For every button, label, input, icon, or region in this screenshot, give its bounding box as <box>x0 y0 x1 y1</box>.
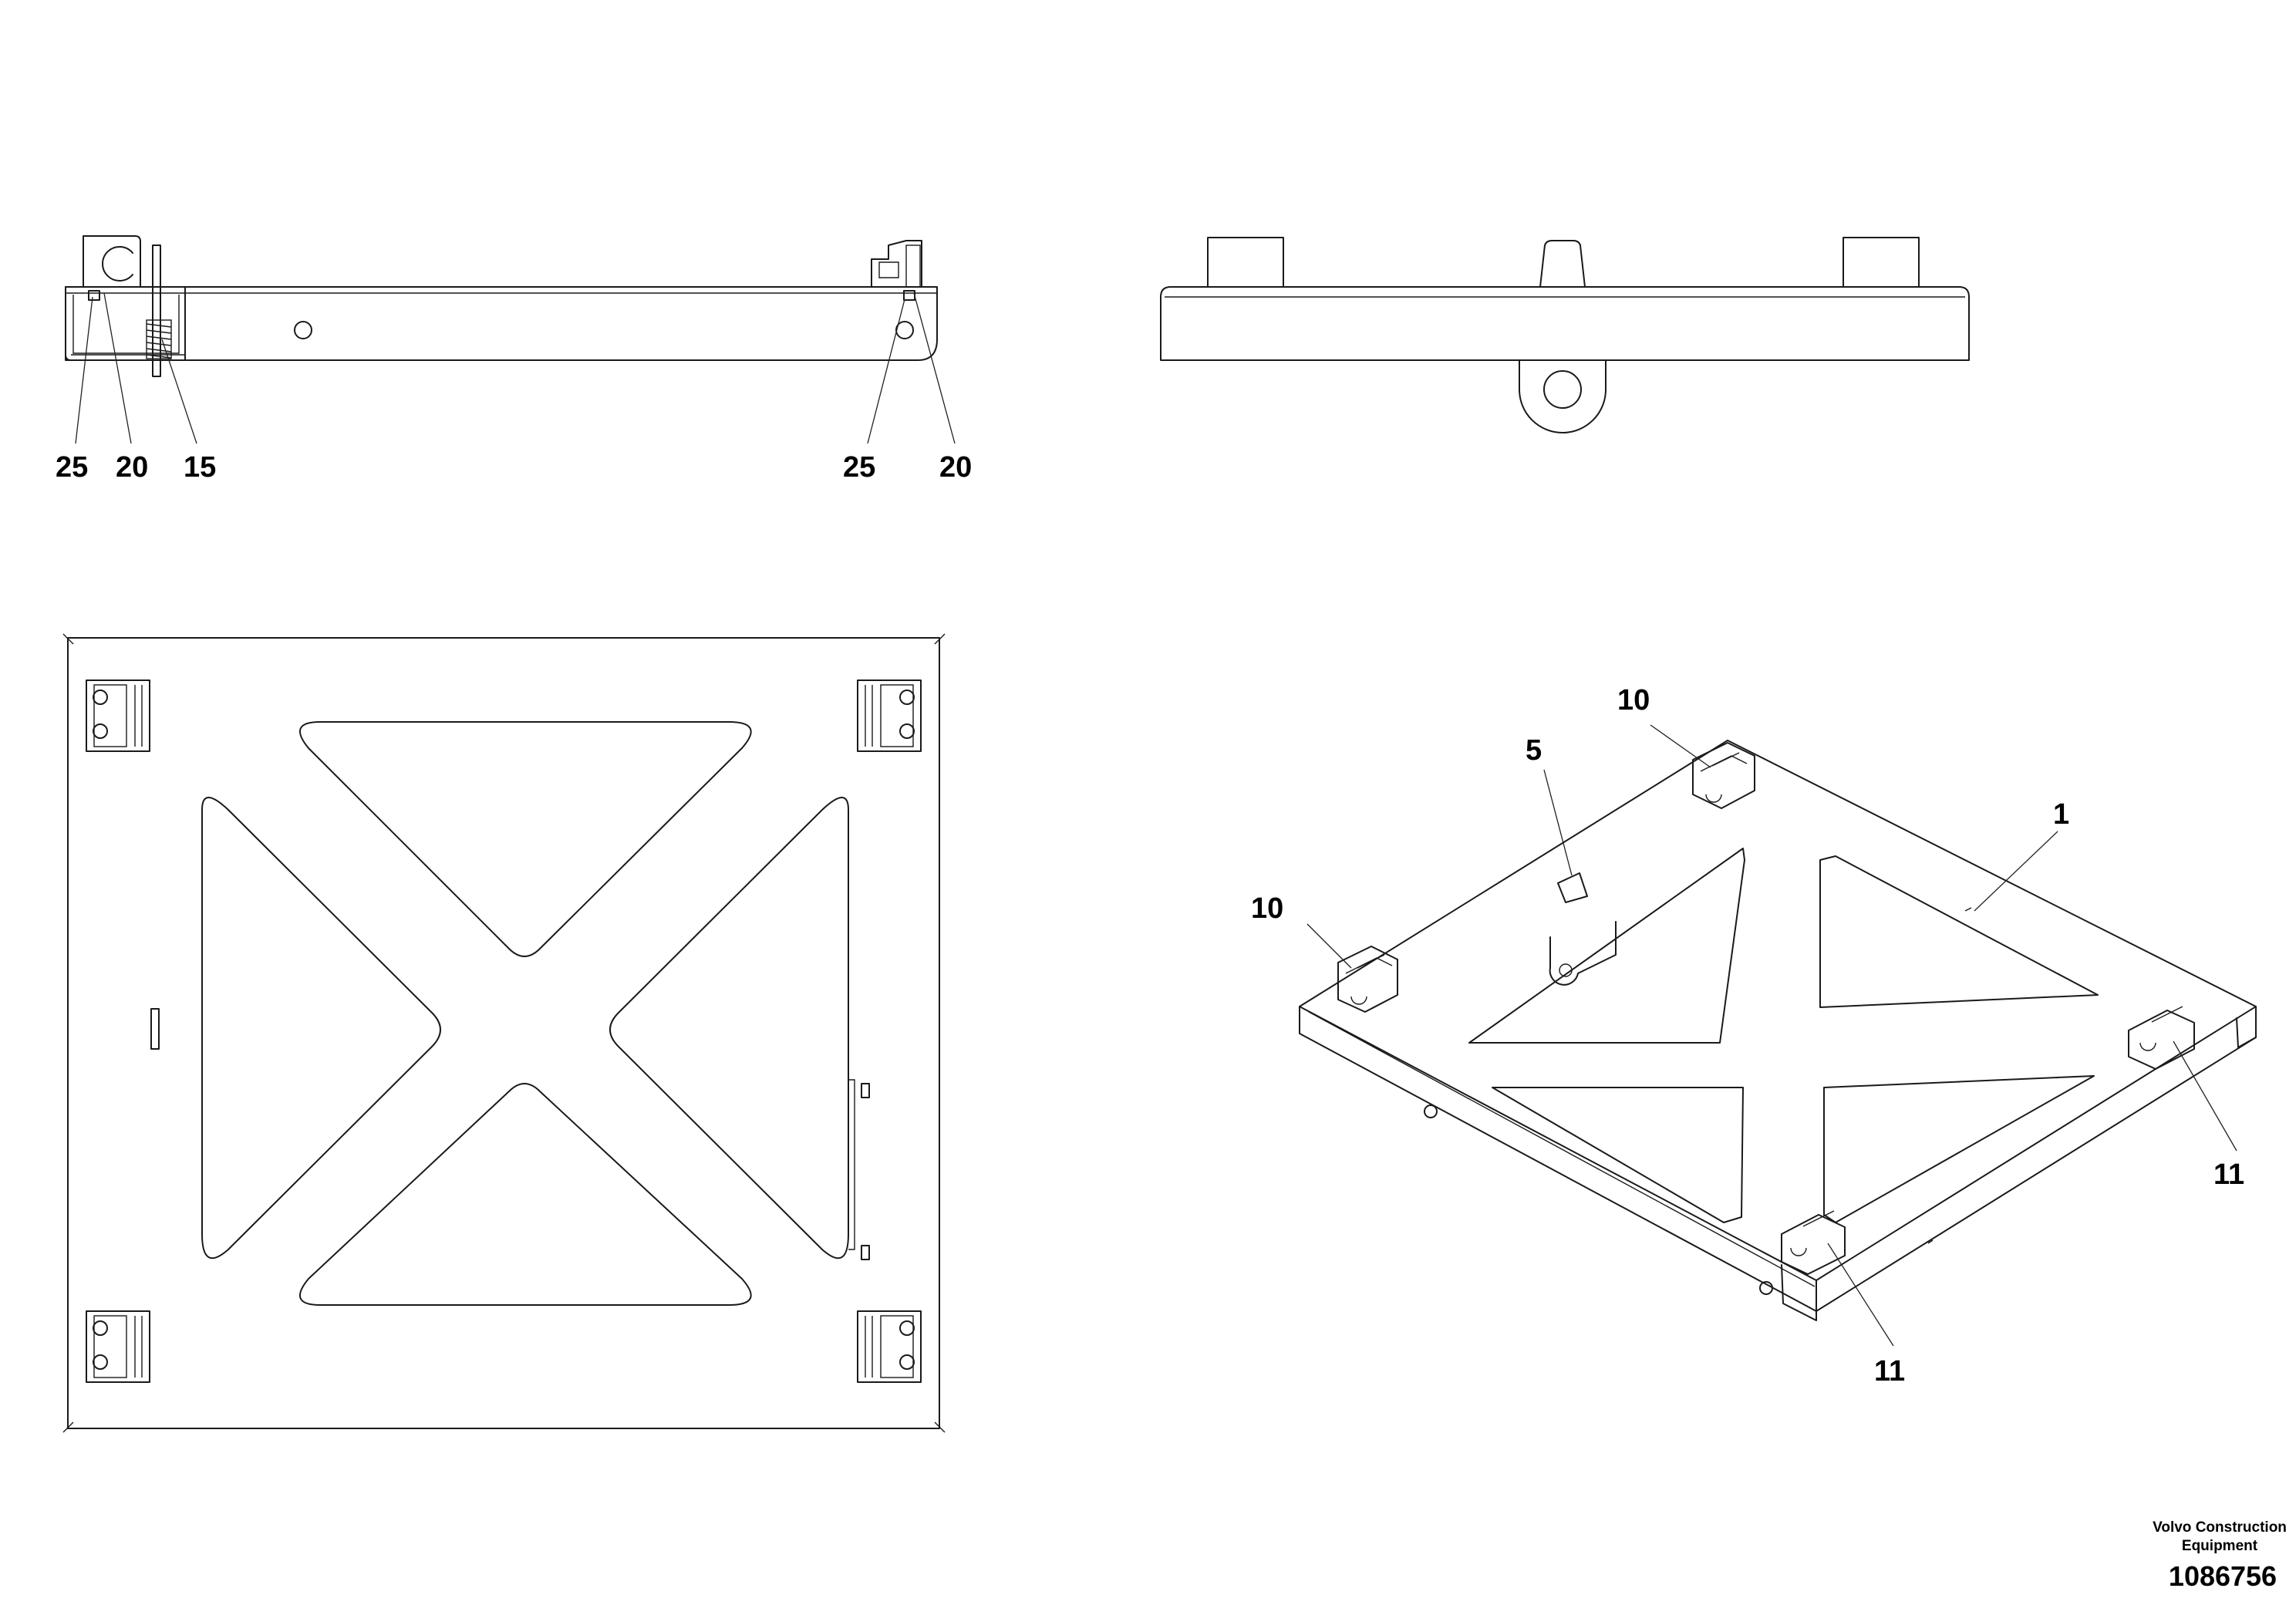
corner-bracket-tr <box>857 679 922 752</box>
isometric-view <box>1299 724 2257 1347</box>
company-name-line2: Equipment <box>2182 1538 2258 1554</box>
iso-bracket-bottom <box>1781 1210 1846 1275</box>
part-number: 1086756 <box>2169 1560 2277 1592</box>
plan-view <box>62 633 946 1433</box>
callout-11-right: 11 <box>2213 1158 2244 1191</box>
callout-25-right: 25 <box>843 451 875 484</box>
iso-bracket-right <box>2128 1006 2195 1070</box>
callout-25-left: 25 <box>56 451 88 484</box>
callout-20-left: 20 <box>116 451 148 484</box>
callout-15: 15 <box>184 451 216 484</box>
callout-10-top: 10 <box>1617 684 1650 717</box>
front-elevation-view <box>1160 237 1970 433</box>
iso-bracket-top <box>1692 742 1755 809</box>
callout-10-left: 10 <box>1251 892 1283 925</box>
callout-11-bottom: 11 <box>1874 1355 1905 1388</box>
company-name-line1: Volvo Construction <box>2153 1519 2287 1536</box>
spring <box>146 319 172 359</box>
side-section-view <box>65 235 956 444</box>
callout-20-right: 20 <box>939 451 972 484</box>
callout-5: 5 <box>1526 734 1542 767</box>
corner-bracket-br <box>857 1310 922 1383</box>
corner-bracket-tl <box>86 679 150 752</box>
iso-bracket-left <box>1337 946 1398 1013</box>
callout-1: 1 <box>2053 798 2069 831</box>
corner-bracket-bl <box>86 1310 150 1383</box>
